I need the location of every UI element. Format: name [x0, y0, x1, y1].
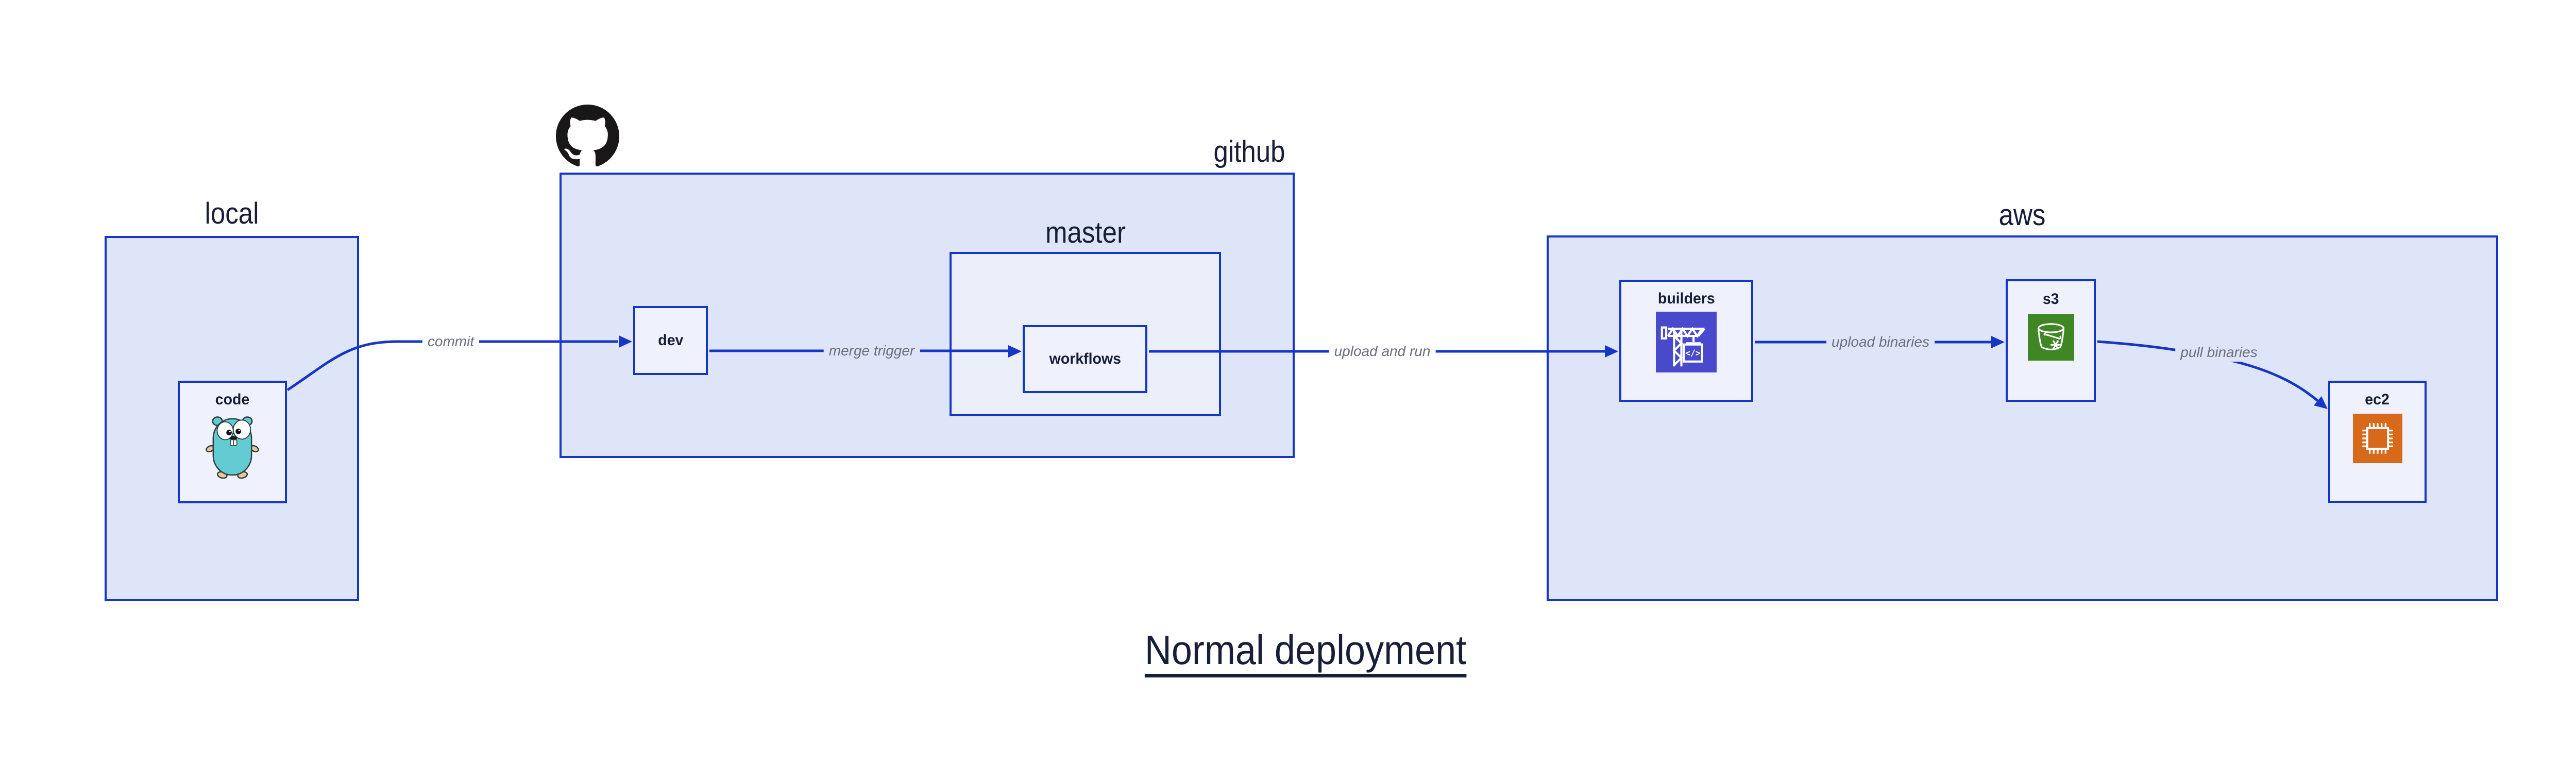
- github-octocat-icon: [556, 105, 619, 168]
- upload-binaries-edge-label: upload binaries: [1826, 333, 1935, 351]
- node-code: code: [178, 381, 287, 503]
- s3-node-label: s3: [2042, 291, 2059, 308]
- node-s3: s3: [2006, 279, 2096, 402]
- s3-glacier-bucket-icon: [2027, 314, 2074, 361]
- local-container-label: local: [205, 197, 259, 230]
- node-ec2: ec2: [2328, 381, 2427, 503]
- workflows-node-label: workflows: [1049, 350, 1121, 367]
- pull-binaries-edge-label: pull binaries: [2175, 343, 2263, 362]
- master-container-label: master: [1045, 216, 1126, 249]
- node-builders: builders </>: [1619, 280, 1753, 402]
- node-dev: dev: [633, 306, 708, 375]
- upload-and-run-edge-label: upload and run: [1329, 342, 1436, 361]
- ec2-chip-icon: [2352, 414, 2402, 463]
- code-node-label: code: [215, 391, 250, 408]
- aws-container-label: aws: [1998, 198, 2046, 232]
- ec2-node-label: ec2: [2365, 391, 2390, 408]
- merge-trigger-edge-label: merge trigger: [823, 342, 920, 360]
- diagram-title: Normal deployment: [1144, 630, 1467, 677]
- codebuild-crane-icon: </>: [1656, 312, 1717, 372]
- builders-node-label: builders: [1657, 290, 1715, 307]
- dev-node-label: dev: [657, 332, 684, 349]
- svg-text:</>: </>: [1685, 348, 1701, 358]
- commit-edge-label: commit: [422, 332, 480, 351]
- node-workflows: workflows: [1023, 325, 1147, 393]
- go-gopher-icon: [202, 411, 262, 480]
- github-container-label: github: [1213, 135, 1285, 168]
